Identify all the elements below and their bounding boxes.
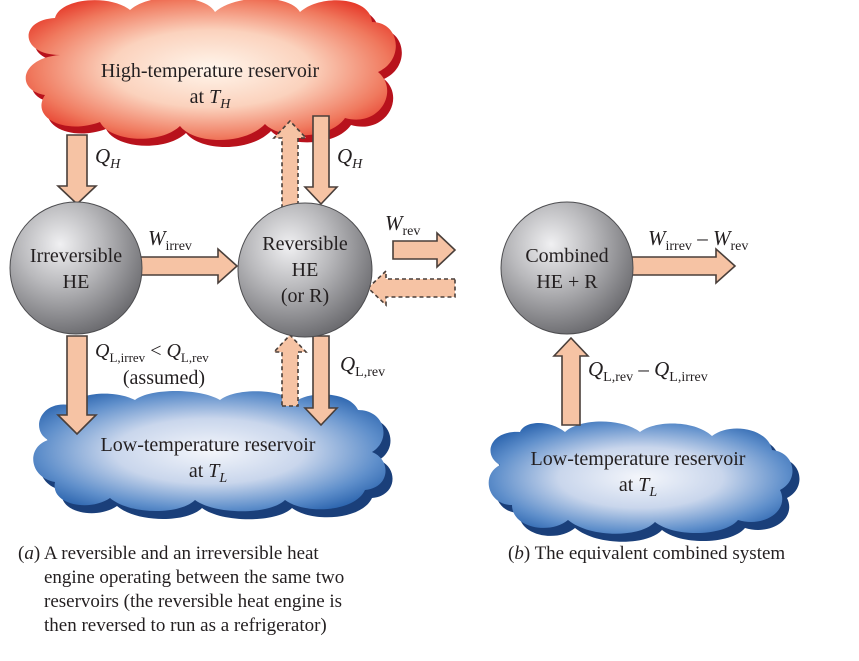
- high-reservoir-line2: at TH: [190, 86, 232, 112]
- low-reservoir-a-line2: at TL: [189, 460, 228, 486]
- irreversible-engine-line1: Irreversible: [30, 245, 122, 267]
- high-temperature-reservoir: [25, 0, 402, 148]
- caption-a-line1: (a) A reversible and an irreversible hea…: [18, 543, 319, 564]
- arrow-ql-rev-down: [303, 335, 339, 427]
- combined-engine-sphere: [500, 201, 634, 335]
- arrow-w-rev-in: [366, 269, 456, 307]
- arrow-ql-irrev-out: [56, 335, 98, 436]
- arrow-w-rev-out: [392, 231, 457, 269]
- label-ql-rev: QL,rev: [340, 352, 385, 380]
- arrow-w-irrev: [135, 247, 239, 285]
- arrow-reversed-qh-up: [272, 119, 308, 211]
- reversible-engine-line3: (or R): [281, 285, 329, 307]
- low-temperature-reservoir-b: [488, 421, 800, 542]
- label-ql-compare: QL,irrev < QL,rev: [95, 340, 209, 365]
- low-reservoir-b-line2: at TL: [619, 474, 658, 500]
- label-assumed: (assumed): [123, 367, 205, 389]
- arrows: [55, 115, 737, 436]
- low-reservoir-b-line1: Low-temperature reservoir: [531, 448, 746, 470]
- label-qh-right: QH: [337, 144, 363, 172]
- caption-b: (b) The equivalent combined system: [508, 543, 786, 564]
- caption-b-label: b: [514, 543, 524, 564]
- arrow-ql-net-up: [552, 336, 590, 426]
- caption-a: (a) A reversible and an irreversible hea…: [18, 542, 418, 638]
- arrow-w-net-out: [631, 247, 737, 285]
- caption-b-text: The equivalent combined system: [530, 543, 786, 564]
- low-temperature-reservoir-a: [33, 391, 393, 520]
- caption-a-line2: engine operating between the same two: [44, 567, 345, 588]
- label-qh-left: QH: [95, 144, 121, 172]
- combined-engine-line1: Combined: [525, 245, 608, 267]
- reversible-engine: [237, 202, 373, 338]
- caption-a-line3: reservoirs (the reversible heat engine i…: [44, 591, 343, 612]
- irreversible-engine-sphere: [9, 201, 143, 335]
- arrow-ql-rev-up: [272, 333, 308, 407]
- arrow-qh-into-reversible: [303, 115, 339, 206]
- reversible-engine-line2: HE: [292, 259, 319, 281]
- combined-engine: [500, 201, 634, 335]
- low-reservoir-b-cloud: [488, 421, 793, 534]
- irreversible-engine-line2: HE: [63, 271, 90, 293]
- low-reservoir-a-line1: Low-temperature reservoir: [101, 434, 316, 456]
- irreversible-engine: [9, 201, 143, 335]
- label-w-rev: Wrev: [385, 211, 420, 239]
- caption-a-label: a: [24, 543, 34, 564]
- high-reservoir-cloud: [25, 0, 396, 140]
- arrow-qh-into-irreversible: [55, 134, 99, 206]
- high-reservoir-line1: High-temperature reservoir: [101, 60, 320, 82]
- label-ql-net: QL,rev – QL,irrev: [588, 357, 708, 385]
- label-w-net: Wirrev – Wrev: [648, 226, 748, 254]
- caption-a-line4: then reversed to run as a refrigerator): [44, 615, 327, 636]
- combined-engine-line2: HE + R: [536, 271, 598, 293]
- label-w-irrev: Wirrev: [148, 226, 192, 254]
- reversible-engine-line1: Reversible: [262, 233, 348, 255]
- low-reservoir-a-cloud: [33, 391, 386, 512]
- reversible-engine-sphere: [237, 202, 373, 338]
